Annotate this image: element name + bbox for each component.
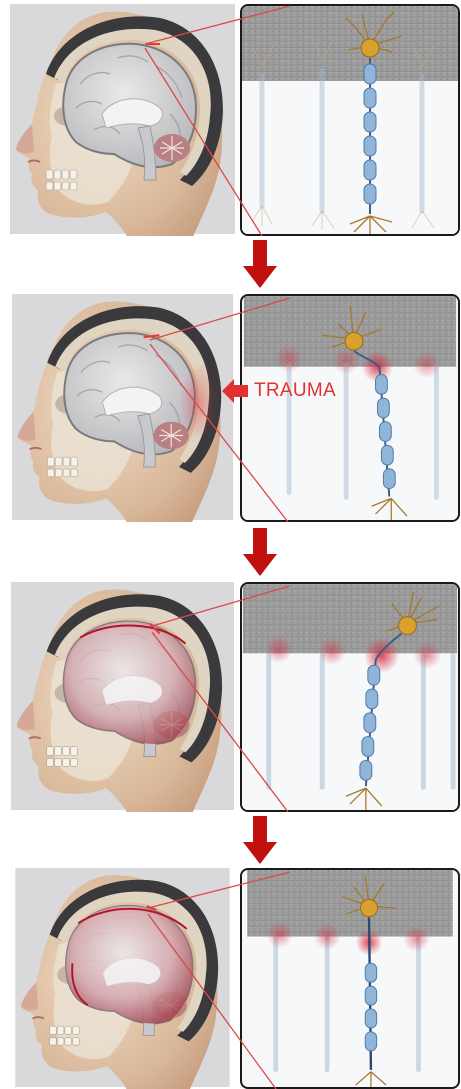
arrow-down-icon	[243, 816, 277, 864]
arrow-down-icon	[243, 528, 277, 576]
stage-3-inflammation	[0, 582, 461, 812]
stage-1-healthy	[0, 4, 461, 236]
trauma-label: TRAUMA	[254, 380, 336, 402]
trauma-indicator: TRAUMA	[222, 378, 336, 404]
stage-2-trauma	[0, 294, 461, 522]
trauma-arrow-icon	[222, 378, 248, 404]
arrow-down-icon	[243, 240, 277, 288]
stage-4-degeneration	[0, 868, 461, 1089]
